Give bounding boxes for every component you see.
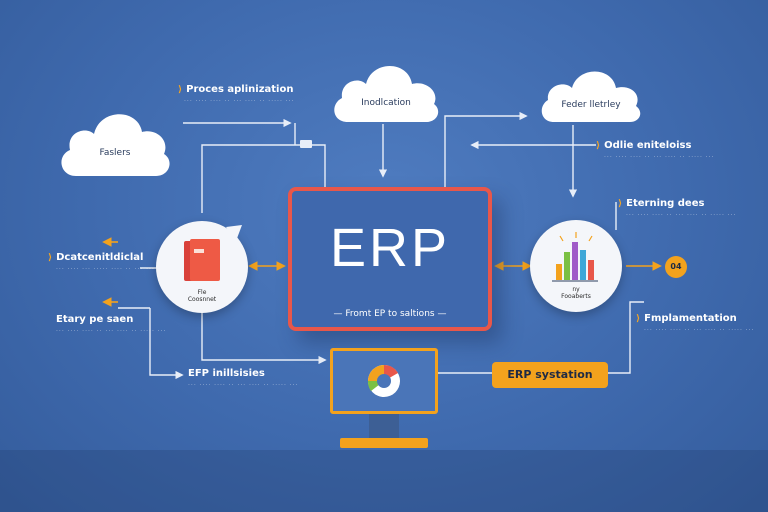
erp-tagline-text: Fromt EP to saltions: [345, 309, 435, 319]
bullet-icon: ⟩: [596, 141, 601, 151]
annotation-decent: ⟩Dcatcenitldiclal ··· ···· ··· ····· ···…: [48, 252, 155, 273]
cloud-left-label: Faslers: [99, 148, 131, 158]
bullet-icon: ⟩: [618, 199, 623, 209]
cloud-top-label: Inodlcation: [361, 98, 411, 108]
annotation-etern: ⟩Eterning dees ··· ···· ···· ·· ··· ····…: [618, 198, 736, 219]
line-badge-to-impl: [608, 301, 644, 374]
annotation-process: ⟩Proces aplinization ··· ···· ···· ·· ··…: [178, 84, 294, 105]
annotation-odlie-title: Odlie eniteloiss: [604, 140, 692, 151]
annotation-impl-subtitle: ··· ···· ···· ·· ··· ···· ·· ····· ···: [644, 327, 755, 334]
step-knob: 04: [665, 256, 687, 278]
tagline-dash-left: —: [333, 309, 346, 319]
annotation-process-title: Proces aplinization: [186, 84, 294, 95]
monitor-base: [340, 438, 428, 448]
erp-box: ERP — Fromt EP to saltions —: [288, 187, 492, 331]
bullet-icon: ⟩: [48, 253, 53, 263]
bullet-icon: ⟩: [178, 85, 183, 95]
annotation-efp: EFP inillsisies ··· ···· ···· ·· ··· ···…: [188, 368, 298, 389]
line-erp-to-right-cloud: [444, 111, 528, 188]
bullet-icon: ⟩: [636, 314, 641, 324]
erp-tagline: — Fromt EP to saltions —: [292, 309, 488, 319]
erp-title: ERP: [329, 218, 451, 278]
annotation-decent-subtitle: ··· ···· ··· ····· ···· ·· ··· ···: [56, 266, 155, 273]
line-story: [149, 308, 184, 380]
annotation-efp-title: EFP inillsisies: [188, 368, 265, 379]
annotation-etern-subtitle: ··· ···· ···· ·· ··· ···· ·· ····· ···: [626, 212, 737, 219]
monitor-stand: [369, 414, 399, 440]
floor-shadow: [0, 450, 768, 512]
annotation-impl: ⟩Fmplamentation ··· ···· ···· ·· ··· ···…: [636, 313, 754, 334]
annotation-story: Etary pe saen ··· ···· ···· ·· ··· ···· …: [56, 314, 166, 335]
tagline-dash-right: —: [434, 309, 447, 319]
monitor: [330, 348, 438, 414]
gear-icon: [367, 364, 400, 397]
annotation-process-subtitle: ··· ···· ···· ·· ··· ···· ·· ····· ···: [184, 98, 295, 105]
annotation-decent-title: Dcatcenitldiclal: [56, 252, 144, 263]
line-left-node-to-monitor: [201, 300, 327, 365]
annotation-story-subtitle: ··· ···· ···· ·· ··· ···· ·· ····· ···: [56, 328, 167, 335]
cloud-icon: [541, 71, 641, 122]
cloud-icon: [334, 66, 439, 122]
node-right: ny Fooaberts: [530, 220, 622, 312]
node-left: Fle Coosnnet: [156, 221, 248, 313]
node-right-label: ny Fooaberts: [530, 286, 622, 300]
node-right-label-text: ny Fooaberts: [561, 286, 591, 300]
node-left-label-text: Fle Coosnnet: [187, 289, 217, 303]
cloud-icon: [61, 114, 170, 176]
node-left-label: Fle Coosnnet: [156, 289, 248, 303]
annotation-story-title: Etary pe saen: [56, 314, 134, 325]
annotation-etern-title: Eterning dees: [626, 198, 705, 209]
bar-chart-icon: [552, 232, 598, 282]
annotation-odlie-subtitle: ··· ···· ···· ·· ··· ···· ·· ····· ···: [604, 154, 715, 161]
annotation-odlie: ⟩Odlie eniteloiss ··· ···· ···· ·· ··· ·…: [596, 140, 714, 161]
line-left-top: [201, 144, 326, 213]
process-tab-icon: [300, 140, 312, 148]
annotation-impl-title: Fmplamentation: [644, 313, 737, 324]
cloud-left: Faslers: [56, 102, 174, 180]
annotation-efp-subtitle: ··· ···· ···· ·· ··· ···· ·· ····· ···: [188, 382, 299, 389]
erp-systation-badge: ERP systation: [492, 362, 608, 388]
cloud-top: Inodlcation: [330, 58, 442, 126]
cloud-right-label: Feder lletrley: [561, 100, 621, 110]
cloud-right: Feder lletrley: [538, 64, 644, 126]
folder-icon: [184, 225, 242, 281]
